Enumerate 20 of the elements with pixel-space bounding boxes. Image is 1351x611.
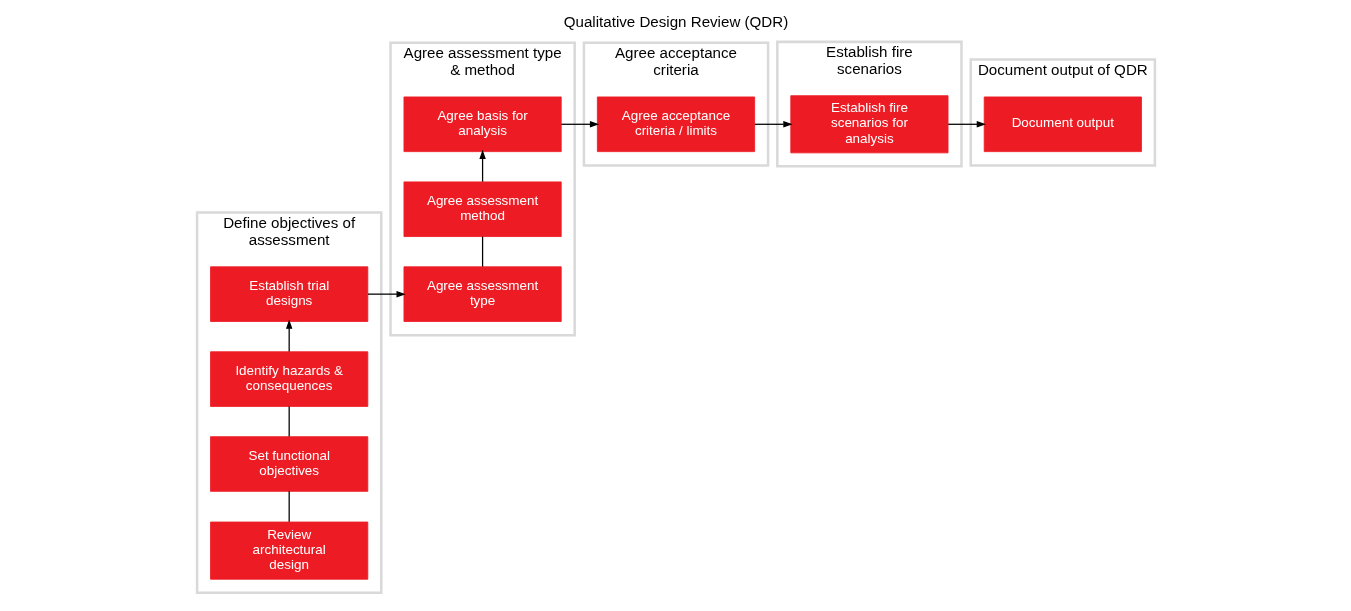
node-box: Document output: [983, 96, 1142, 153]
connector: [481, 235, 483, 268]
node-box: Establish fire scenarios for analysis: [789, 95, 948, 154]
arrow: [947, 121, 986, 128]
node-box: Set functional objectives: [209, 436, 368, 492]
arrow: [560, 121, 599, 128]
arrow: [285, 319, 292, 353]
arrow: [753, 121, 793, 128]
arrow: [478, 149, 486, 183]
node-box: Agree assessment method: [403, 181, 562, 237]
connector: [288, 405, 290, 438]
node-box: Agree assessment type: [403, 266, 562, 322]
arrow: [366, 290, 406, 298]
diagram-title: Qualitative Design Review (QDR): [563, 13, 788, 31]
node-box: Identify hazards & consequences: [209, 351, 368, 407]
node-box: Agree acceptance criteria / limits: [596, 96, 755, 153]
connector: [288, 490, 290, 523]
node-box: Establish trial designs: [209, 266, 368, 322]
node-box: Review architectural design: [209, 521, 368, 580]
node-box: Agree basis for analysis: [403, 96, 562, 153]
